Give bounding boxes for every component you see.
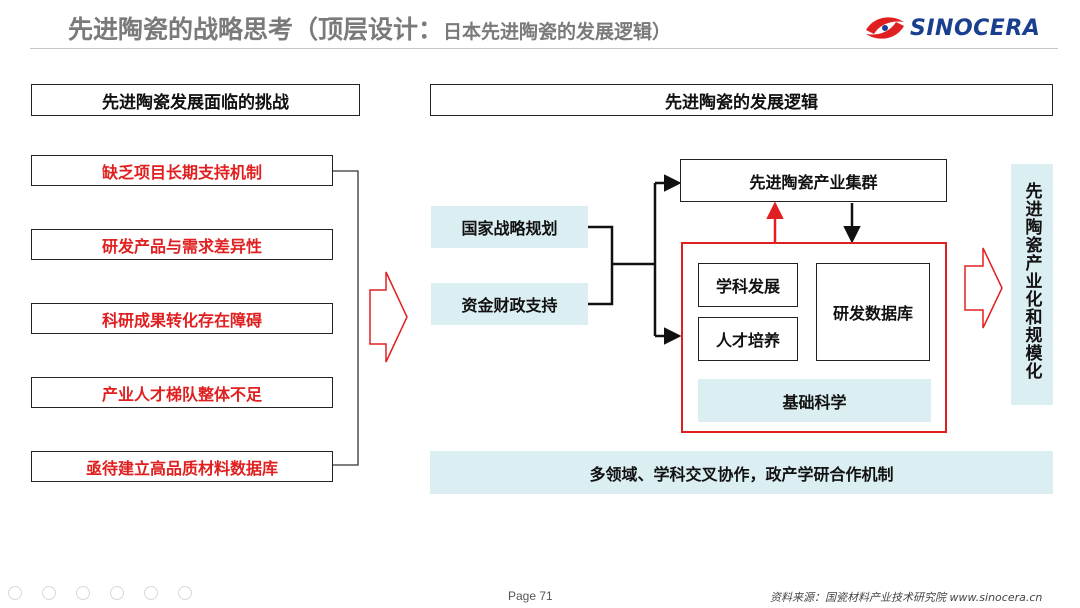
challenge-item: 亟待建立高品质材料数据库 xyxy=(31,451,333,482)
control-icon[interactable] xyxy=(178,586,192,600)
slide-controls xyxy=(8,586,192,600)
outcome-text: 先进陶瓷产业化和规模化 xyxy=(1021,182,1042,380)
big-arrow-right xyxy=(964,247,1003,329)
challenge-item: 产业人才梯队整体不足 xyxy=(31,377,333,408)
input-national-strategy: 国家战略规划 xyxy=(431,206,588,248)
logo-text: SINOCERA xyxy=(910,16,1041,41)
company-logo: SINOCERA xyxy=(862,8,1052,48)
title-divider xyxy=(30,48,1058,49)
challenge-item: 科研成果转化存在障碍 xyxy=(31,303,333,334)
control-icon[interactable] xyxy=(144,586,158,600)
talent-cultivation-box: 人才培养 xyxy=(698,317,798,361)
control-icon[interactable] xyxy=(110,586,124,600)
basic-science-box: 基础科学 xyxy=(698,379,931,422)
page-title-main: 先进陶瓷的战略思考（顶层设计： xyxy=(68,15,444,44)
discipline-development-box: 学科发展 xyxy=(698,263,798,307)
collaboration-mechanism-bar: 多领域、学科交叉协作，政产学研合作机制 xyxy=(430,451,1053,494)
input-financial-support: 资金财政支持 xyxy=(431,283,588,325)
control-icon[interactable] xyxy=(76,586,90,600)
outcome-box: 先进陶瓷产业化和规模化 xyxy=(1011,164,1053,405)
inputs-merge-lines xyxy=(588,183,657,336)
logic-header: 先进陶瓷的发展逻辑 xyxy=(430,84,1053,116)
page-number: Page 71 xyxy=(508,589,553,603)
source-note: 资料来源：国瓷材料产业技术研究院 www.sinocera.cn xyxy=(770,591,1043,604)
sinocera-logo-icon xyxy=(866,17,904,39)
challenges-header: 先进陶瓷发展面临的挑战 xyxy=(31,84,360,116)
control-icon[interactable] xyxy=(42,586,56,600)
challenge-item: 缺乏项目长期支持机制 xyxy=(31,155,333,186)
challenges-bracket xyxy=(333,170,359,466)
page-title-sub: 日本先进陶瓷的发展逻辑） xyxy=(443,21,672,43)
challenge-item: 研发产品与需求差异性 xyxy=(31,229,333,260)
page-title: 先进陶瓷的战略思考（顶层设计：日本先进陶瓷的发展逻辑） xyxy=(68,10,671,46)
big-arrow-left xyxy=(369,271,408,363)
control-icon[interactable] xyxy=(8,586,22,600)
industry-cluster-box: 先进陶瓷产业集群 xyxy=(680,159,947,202)
rd-database-box: 研发数据库 xyxy=(816,263,930,361)
